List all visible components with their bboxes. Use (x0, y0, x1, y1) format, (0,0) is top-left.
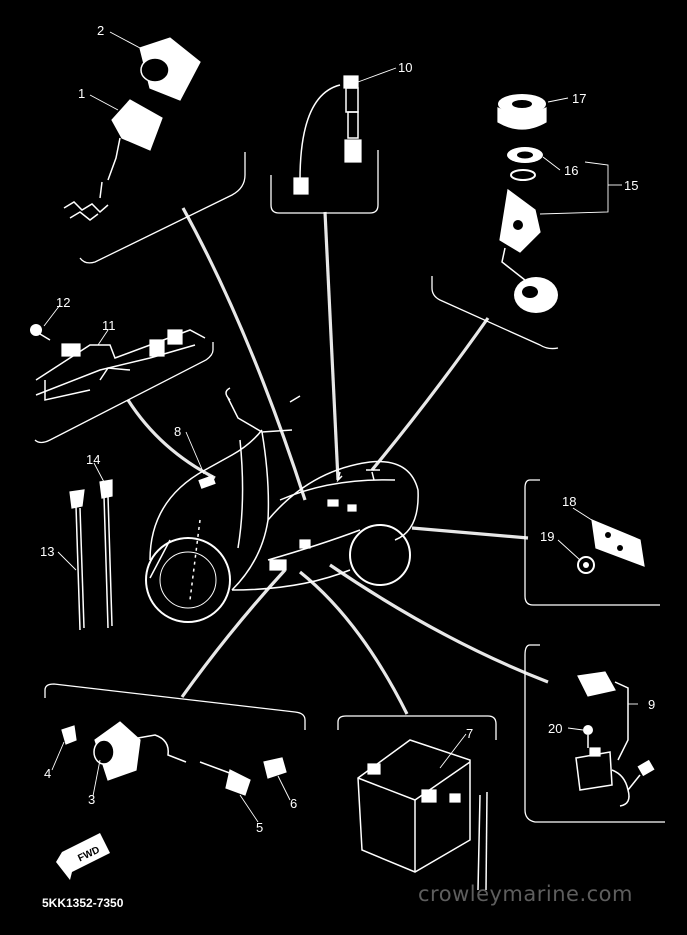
callout-4: 4 (44, 766, 51, 781)
part-cable-tie-13 (69, 489, 85, 631)
part-cap-17 (497, 94, 547, 130)
callout-labels: 2 1 10 17 16 15 12 11 8 14 13 18 19 9 20… (40, 23, 655, 835)
part-code: 5KK1352-7350 (42, 896, 124, 910)
callout-1: 1 (78, 86, 85, 101)
panel-frames (34, 150, 665, 823)
callout-16: 16 (564, 163, 578, 178)
callout-11: 11 (102, 318, 116, 333)
connector-lines (126, 207, 549, 715)
callout-20: 20 (548, 721, 562, 736)
callout-5: 5 (256, 820, 263, 835)
callout-12: 12 (56, 295, 70, 310)
part-coil-3 (93, 721, 187, 781)
part-relay-9 (577, 671, 629, 761)
part-cable-tie-14 (99, 479, 113, 629)
callout-2: 2 (97, 23, 104, 38)
fwd-arrow-icon: FWD (56, 833, 110, 880)
callout-3: 3 (88, 792, 95, 807)
part-battery-7 (357, 739, 488, 891)
watermark: crowleymarine.com (418, 882, 633, 906)
callout-13: 13 (40, 544, 54, 559)
part-gasket-16 (507, 147, 543, 181)
part-screw-12 (30, 324, 51, 341)
callout-19: 19 (540, 529, 554, 544)
callout-6: 6 (290, 796, 297, 811)
part-cap-6 (263, 757, 287, 779)
part-screw-4 (61, 725, 77, 745)
callout-14: 14 (86, 452, 100, 467)
part-sensor-10 (293, 75, 362, 195)
part-bolt-20 (583, 725, 593, 748)
part-regulator-9 (575, 747, 655, 807)
part-cap-2 (139, 37, 201, 101)
callout-17: 17 (572, 91, 586, 106)
part-relay-1 (63, 99, 163, 221)
part-plug-cap-5 (199, 761, 251, 796)
leader-lines (43, 31, 638, 823)
callout-10: 10 (398, 60, 412, 75)
callout-18: 18 (562, 494, 576, 509)
callout-7: 7 (466, 726, 473, 741)
part-nut-19 (577, 556, 595, 574)
callout-9: 9 (648, 697, 655, 712)
callout-8: 8 (174, 424, 181, 439)
part-harness-11 (35, 329, 206, 401)
part-bracket-18 (591, 519, 645, 567)
part-sender-15 (499, 188, 558, 313)
callout-15: 15 (624, 178, 638, 193)
scooter-outline (145, 387, 419, 623)
